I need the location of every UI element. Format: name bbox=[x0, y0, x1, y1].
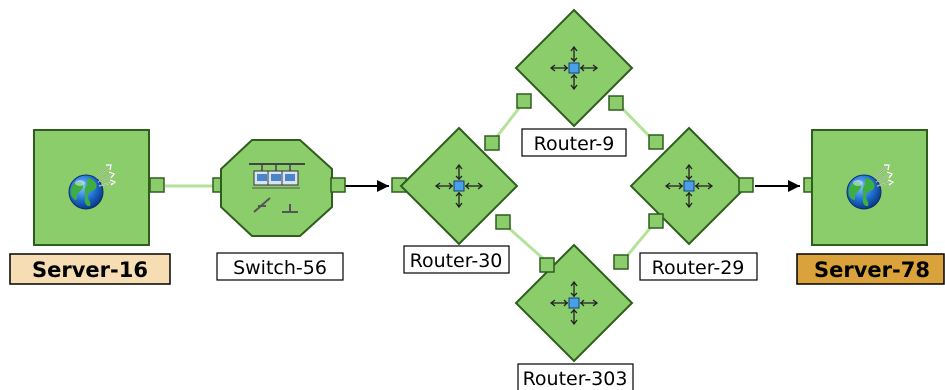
node-label-box bbox=[216, 252, 344, 281]
node-label: Server-78 bbox=[814, 258, 930, 282]
node-label: Router-29 bbox=[652, 257, 745, 279]
node-router-29[interactable]: Router-29 bbox=[629, 126, 758, 281]
port[interactable] bbox=[648, 134, 664, 150]
port[interactable] bbox=[330, 177, 346, 193]
node-label: Server-16 bbox=[32, 258, 148, 282]
port[interactable] bbox=[608, 95, 624, 111]
port[interactable] bbox=[516, 93, 532, 109]
node-switch-56[interactable]: Switch-56 bbox=[212, 139, 346, 281]
node-router-303[interactable]: Router-303 bbox=[514, 243, 634, 390]
node-router-30[interactable]: Router-30 bbox=[391, 126, 519, 274]
node-label: Router-303 bbox=[523, 368, 628, 390]
node-label: Switch-56 bbox=[233, 257, 327, 279]
node-label-box bbox=[796, 253, 945, 285]
node-router-9[interactable]: Router-9 bbox=[514, 8, 634, 157]
port[interactable] bbox=[738, 177, 754, 193]
network-switch-icon bbox=[249, 163, 305, 213]
node-label-box bbox=[517, 363, 634, 390]
node-server-16[interactable]: Server-16 bbox=[9, 129, 171, 285]
node-label: Router-30 bbox=[410, 250, 503, 272]
node-label: Router-9 bbox=[534, 133, 615, 155]
port[interactable] bbox=[613, 254, 629, 270]
port[interactable] bbox=[539, 257, 555, 273]
node-label-box bbox=[403, 245, 510, 274]
port[interactable] bbox=[495, 214, 511, 230]
node-label-box bbox=[9, 253, 171, 285]
node-label-box bbox=[639, 252, 758, 281]
node-label-box bbox=[521, 128, 627, 157]
port[interactable] bbox=[149, 177, 165, 193]
node-server-78[interactable]: Server-78 bbox=[796, 129, 945, 285]
port[interactable] bbox=[484, 135, 500, 151]
port[interactable] bbox=[648, 213, 664, 229]
